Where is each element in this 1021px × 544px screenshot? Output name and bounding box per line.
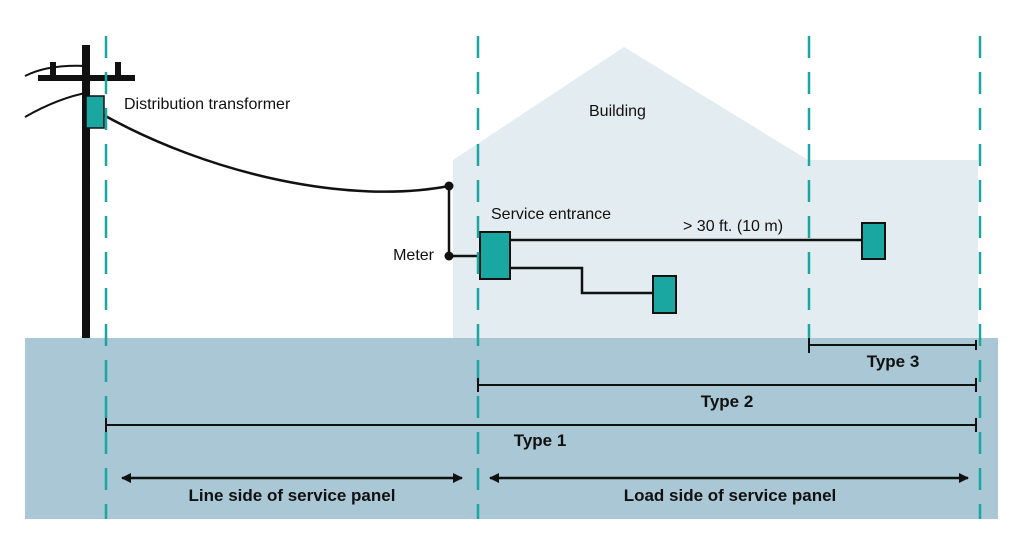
type1-label: Type 1: [514, 431, 567, 450]
transformer-device: [85, 95, 105, 129]
boundary-dividers: [104, 36, 982, 519]
service-drop-wire: [99, 111, 450, 193]
branch-wire: [510, 266, 653, 295]
type2-label: Type 2: [701, 392, 754, 411]
type3-bracket: [808, 338, 977, 353]
utility-pole: [24, 45, 135, 338]
remote-load-device: [861, 222, 886, 260]
service-panel-device: [479, 231, 511, 280]
distance-label: > 30 ft. (10 m): [683, 218, 783, 235]
type1-bracket: [105, 418, 977, 432]
line-side-label: Line side of service panel: [189, 486, 396, 505]
service-entrance-label: Service entrance: [491, 206, 611, 223]
meter-label: Meter: [393, 247, 435, 264]
transformer-label: Distribution transformer: [124, 96, 291, 113]
ground-band: [25, 338, 998, 519]
building-shape: [453, 47, 978, 338]
load-side-label: Load side of service panel: [624, 486, 837, 505]
connection-dot: [444, 181, 454, 191]
building-label: Building: [589, 103, 646, 120]
type2-bracket: [477, 378, 977, 392]
type3-label: Type 3: [867, 352, 920, 371]
branch-load-device: [652, 275, 677, 314]
